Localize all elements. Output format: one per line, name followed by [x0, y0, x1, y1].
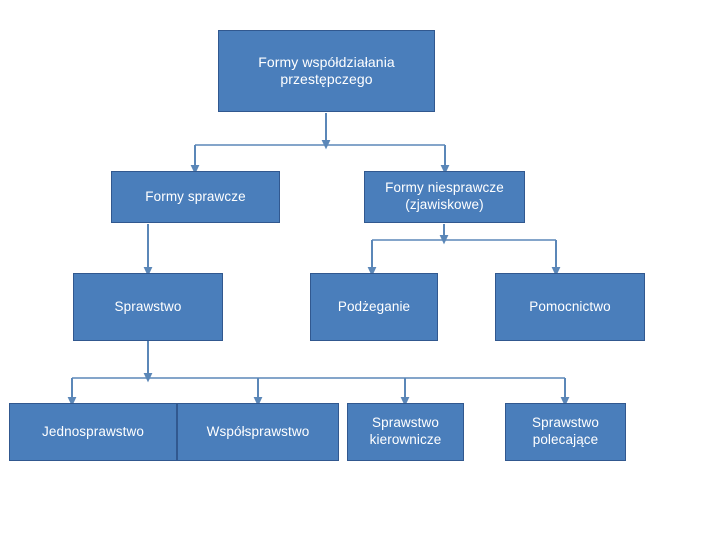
node-sprawstwo-polecajace[interactable]: Sprawstwo polecające: [505, 403, 626, 461]
node-formy-wspoldzialania-przestepczego[interactable]: Formy współdziałania przestępczego: [218, 30, 435, 112]
node-wspolsprawstwo[interactable]: Współsprawstwo: [177, 403, 339, 461]
node-pomocnictwo[interactable]: Pomocnictwo: [495, 273, 645, 341]
node-jednosprawstwo[interactable]: Jednosprawstwo: [9, 403, 177, 461]
node-formy-sprawcze[interactable]: Formy sprawcze: [111, 171, 280, 223]
node-podzeganie[interactable]: Podżeganie: [310, 273, 438, 341]
node-sprawstwo[interactable]: Sprawstwo: [73, 273, 223, 341]
node-formy-niesprawcze[interactable]: Formy niesprawcze (zjawiskowe): [364, 171, 525, 223]
node-sprawstwo-kierownicze[interactable]: Sprawstwo kierownicze: [347, 403, 464, 461]
